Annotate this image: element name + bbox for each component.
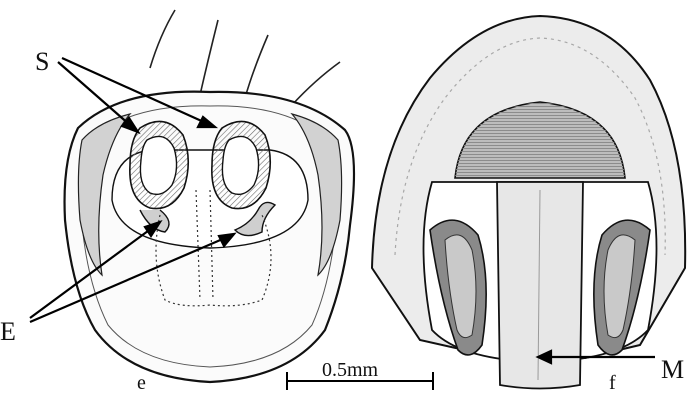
setae [150,10,340,105]
spermatheca-left [130,121,188,208]
panel-label-f: f [609,372,616,394]
scale-bar-label: 0.5mm [322,359,379,381]
spermatheca-right [212,121,270,208]
panel-label-e: e [137,372,146,394]
panel-e-drawing: e [65,10,354,394]
label-s: S [35,47,49,76]
label-m-marker: M [661,355,684,384]
label-e-marker: E [0,317,16,346]
panel-f-drawing: f [372,16,685,394]
scale-bar: 0.5mm [286,359,434,390]
